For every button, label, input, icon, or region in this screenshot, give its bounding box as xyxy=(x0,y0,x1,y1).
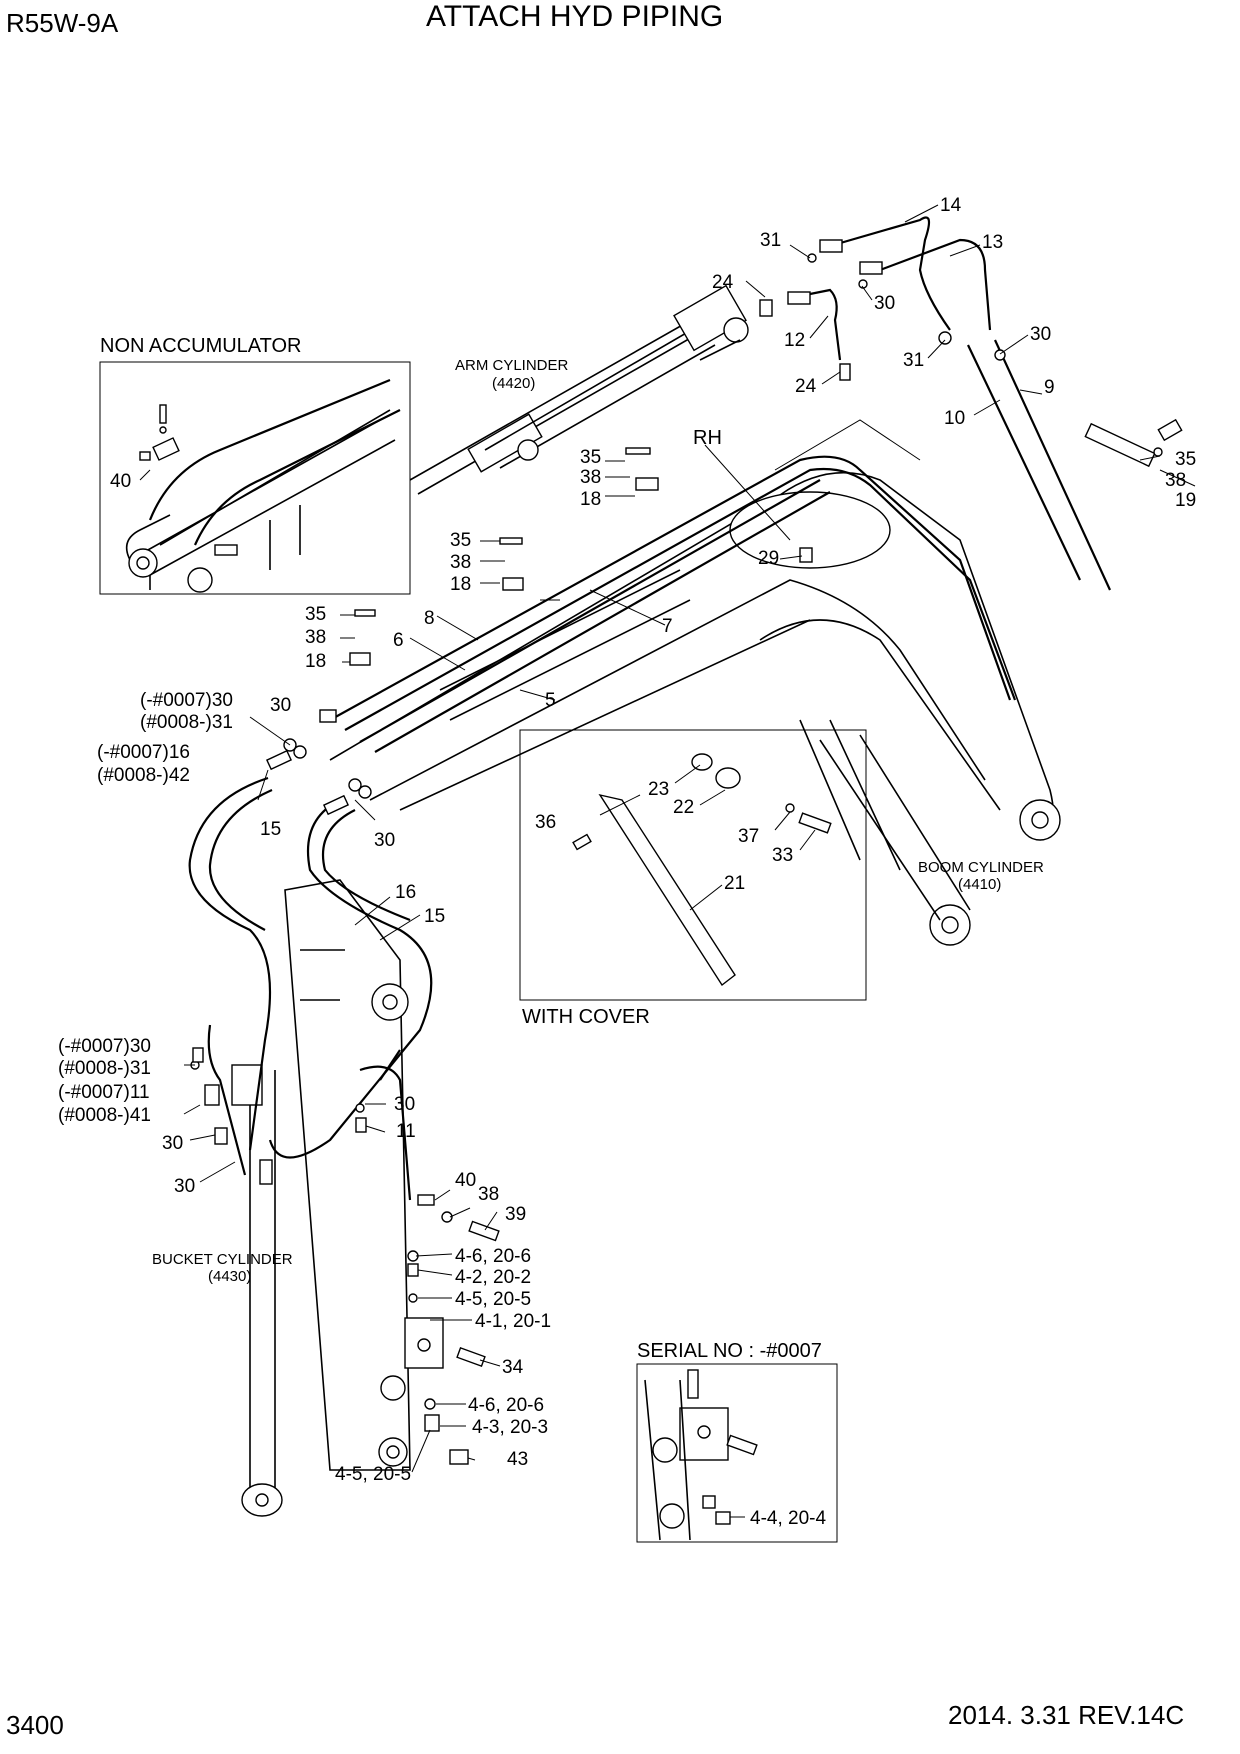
callout-40: 40 xyxy=(455,1170,476,1191)
with-cover-inset-frame xyxy=(519,729,867,1001)
callout-30-split: (-#0007)30 xyxy=(58,1036,151,1057)
callout-6: 6 xyxy=(393,630,404,651)
callout-4-1-20-1: 4-1, 20-1 xyxy=(475,1311,551,1332)
callout-30: 30 xyxy=(162,1133,183,1154)
callout-24: 24 xyxy=(795,376,817,397)
bucket-cylinder-label: BUCKET CYLINDER xyxy=(152,1251,293,1268)
arm-cylinder xyxy=(409,284,749,495)
callout-9: 9 xyxy=(1044,377,1055,398)
callout-18: 18 xyxy=(450,574,471,595)
callout-14: 14 xyxy=(940,195,962,216)
non-accumulator-inset-frame xyxy=(99,361,411,595)
with-cover-title: WITH COVER xyxy=(522,1006,650,1028)
callout-4-4-20-4: 4-4, 20-4 xyxy=(750,1508,826,1529)
callout-38: 38 xyxy=(450,552,471,573)
callout-30: 30 xyxy=(374,830,395,851)
callout-21: 21 xyxy=(724,873,745,894)
callout-43: 43 xyxy=(507,1449,528,1470)
callout-38: 38 xyxy=(478,1184,499,1205)
callout-12: 12 xyxy=(784,330,805,351)
callout-39: 39 xyxy=(505,1204,526,1225)
model-number: R55W-9A xyxy=(6,8,119,38)
callout-23: 23 xyxy=(648,779,669,800)
callout-31: 31 xyxy=(760,230,781,251)
boom-cylinder-label: BOOM CYLINDER xyxy=(918,859,1044,876)
callout-35: 35 xyxy=(450,530,471,551)
callout-18: 18 xyxy=(305,651,326,672)
arm-structure xyxy=(231,879,444,1517)
callout-30: 30 xyxy=(1030,324,1051,345)
callout-31-split: (#0008-)31 xyxy=(140,712,233,733)
callout-13: 13 xyxy=(982,232,1003,253)
callout-18: 18 xyxy=(580,489,601,510)
non-accumulator-title: NON ACCUMULATOR xyxy=(100,335,302,357)
serial-number-title: SERIAL NO : -#0007 xyxy=(637,1340,822,1362)
callout-34: 34 xyxy=(502,1357,524,1378)
callout-30: 30 xyxy=(874,293,895,314)
callout-36: 36 xyxy=(535,812,556,833)
rh-label: RH xyxy=(693,427,722,449)
callout-8: 8 xyxy=(424,608,435,629)
callout-31-split: (#0008-)31 xyxy=(58,1058,151,1079)
callout-30: 30 xyxy=(270,695,291,716)
callout-40: 40 xyxy=(110,471,131,492)
callout-33: 33 xyxy=(772,845,793,866)
callout-16: 16 xyxy=(395,882,416,903)
revision-date: 2014. 3.31 REV.14C xyxy=(948,1700,1185,1730)
page-number: 3400 xyxy=(6,1710,64,1740)
callout-22: 22 xyxy=(673,797,694,818)
callout-37: 37 xyxy=(738,826,759,847)
callout-38: 38 xyxy=(305,627,326,648)
callout-24: 24 xyxy=(712,272,734,293)
leader-lines xyxy=(139,204,1196,1518)
callout-4-6-20-6: 4-6, 20-6 xyxy=(468,1395,544,1416)
page-title: ATTACH HYD PIPING xyxy=(426,0,724,33)
callout-4-5-20-5: 4-5, 20-5 xyxy=(335,1464,411,1485)
callout-4-6-20-6: 4-6, 20-6 xyxy=(455,1246,531,1267)
callout-group: 14 13 31 24 30 12 31 30 24 9 10 35 38 19… xyxy=(58,195,1196,1529)
callout-5: 5 xyxy=(545,690,556,711)
callout-7: 7 xyxy=(662,616,673,637)
callout-15: 15 xyxy=(424,906,445,927)
callout-11-split: (-#0007)11 xyxy=(58,1082,150,1103)
callout-30-split: (-#0007)30 xyxy=(140,690,233,711)
arm-cylinder-number: (4420) xyxy=(492,375,535,392)
callout-19: 19 xyxy=(1175,490,1196,511)
callout-38: 38 xyxy=(1165,470,1186,491)
callout-16-split: (-#0007)16 xyxy=(97,742,190,763)
callout-41-split: (#0008-)41 xyxy=(58,1105,151,1126)
callout-42-split: (#0008-)42 xyxy=(97,765,190,786)
arm-cylinder-label: ARM CYLINDER xyxy=(455,357,569,374)
non-accumulator-drawing xyxy=(125,378,401,593)
callout-29: 29 xyxy=(758,548,779,569)
hose-routing xyxy=(188,216,1156,1201)
boom-structure xyxy=(329,471,1061,946)
callout-4-2-20-2: 4-2, 20-2 xyxy=(455,1267,531,1288)
boom-cylinder-number: (4410) xyxy=(958,876,1001,893)
callout-15: 15 xyxy=(260,819,281,840)
callout-30: 30 xyxy=(394,1094,415,1115)
callout-35: 35 xyxy=(305,604,326,625)
callout-31: 31 xyxy=(903,350,924,371)
bucket-cylinder-number: (4430) xyxy=(208,1268,251,1285)
callout-38: 38 xyxy=(580,467,601,488)
callout-10: 10 xyxy=(944,408,965,429)
callout-30: 30 xyxy=(174,1176,195,1197)
callout-4-5-20-5: 4-5, 20-5 xyxy=(455,1289,531,1310)
callout-4-3-20-3: 4-3, 20-3 xyxy=(472,1417,548,1438)
callout-35: 35 xyxy=(580,447,601,468)
serial-inset-frame xyxy=(636,1363,838,1543)
callout-11: 11 xyxy=(396,1121,416,1142)
fittings xyxy=(190,239,1183,1541)
callout-35: 35 xyxy=(1175,449,1196,470)
